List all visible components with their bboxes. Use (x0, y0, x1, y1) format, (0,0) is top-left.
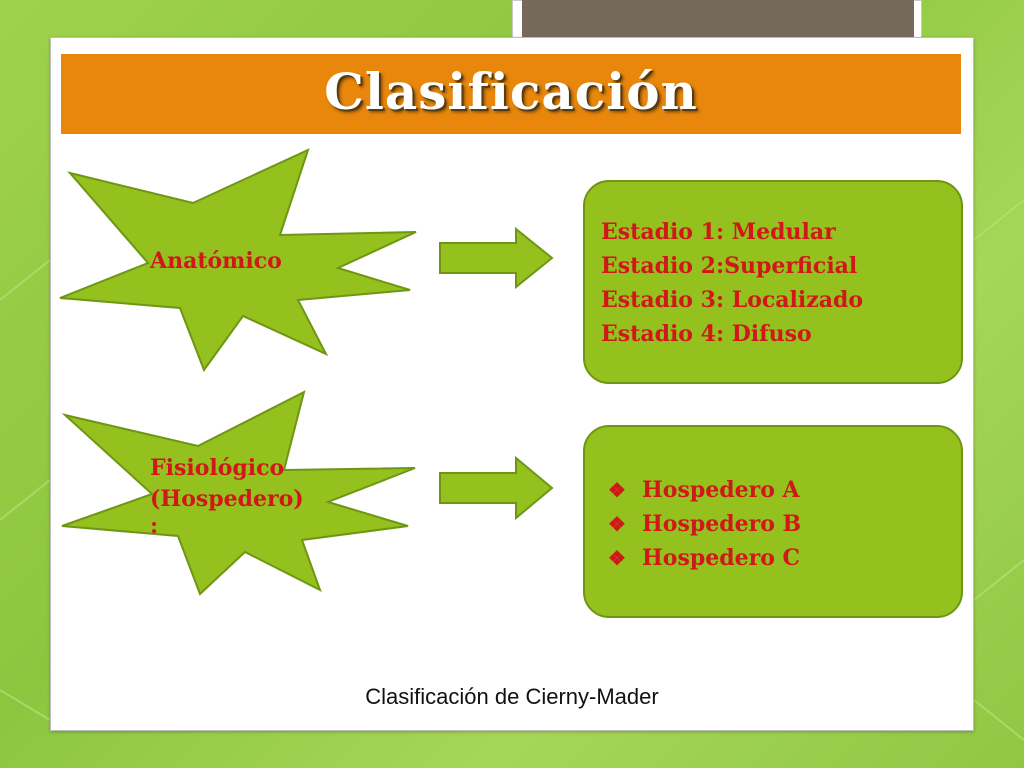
estadios-list: Estadio 1: Medular Estadio 2:Superficial… (601, 215, 863, 351)
diamond-bullet-icon: ❖ (608, 546, 626, 570)
estadios-box (583, 180, 963, 384)
list-item: ❖ Hospedero B (608, 507, 801, 541)
list-item: Estadio 3: Localizado (601, 287, 864, 313)
list-item: Estadio 4: Difuso (601, 321, 812, 347)
hospedero-box (583, 425, 963, 618)
group-label-line: Anatómico (150, 248, 282, 274)
arrow-right-icon (439, 456, 554, 520)
group-label-line: Fisiológico (150, 455, 285, 481)
group-label-line: (Hospedero) (150, 486, 304, 512)
starburst-fisiologico (61, 390, 416, 596)
slide-canvas (50, 37, 974, 731)
list-item-text: Hospedero B (642, 511, 802, 537)
list-item: Estadio 1: Medular (601, 219, 836, 245)
diamond-bullet-icon: ❖ (608, 478, 626, 502)
slide-title: Clasificación (324, 61, 698, 121)
group-label-anatomico: Anatómico (150, 246, 282, 277)
arrow-right-icon (439, 227, 554, 289)
title-bar: Clasificación (61, 54, 961, 134)
slide-caption: Clasificación de Cierny-Mader (365, 684, 659, 709)
list-item-text: Hospedero C (642, 545, 801, 571)
hospedero-list: ❖ Hospedero A ❖ Hospedero B ❖ Hospedero C (608, 473, 801, 575)
starburst-anatomico (59, 148, 417, 373)
group-label-line: : (150, 513, 159, 539)
list-item: Estadio 2:Superficial (601, 253, 858, 279)
diamond-bullet-icon: ❖ (608, 512, 626, 536)
list-item: ❖ Hospedero C (608, 541, 801, 575)
list-item: ❖ Hospedero A (608, 473, 801, 507)
list-item-text: Hospedero A (642, 477, 800, 503)
group-label-fisiologico: Fisiológico (Hospedero) : (150, 453, 304, 537)
